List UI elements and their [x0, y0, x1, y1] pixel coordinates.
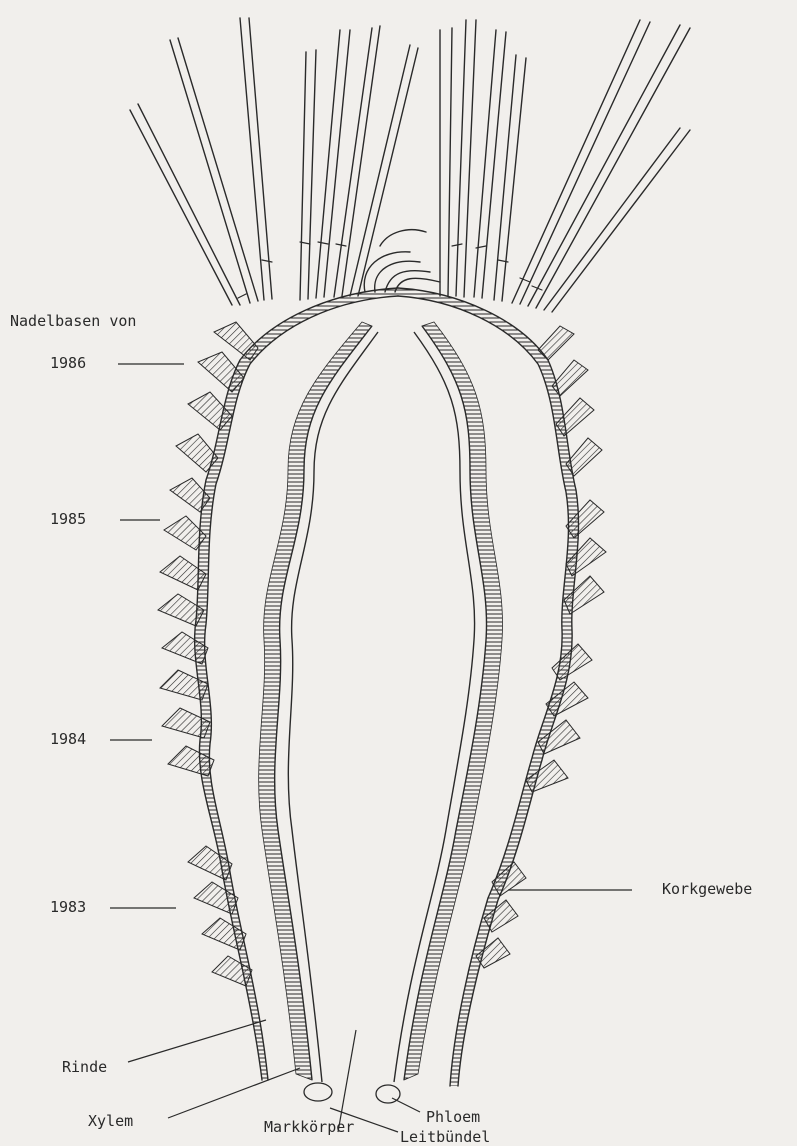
needle-bases-left [158, 322, 258, 986]
label-cork: Korkgewebe [662, 880, 752, 898]
label-year-1986: 1986 [50, 354, 86, 372]
bundle-ends [304, 1083, 400, 1103]
label-year-1985: 1985 [50, 510, 86, 528]
label-cortex: Rinde [62, 1058, 107, 1076]
needles-right [440, 20, 690, 312]
label-xylem: Xylem [88, 1112, 133, 1130]
label-vascular-bundle: Leitbündel [400, 1128, 490, 1146]
label-pith: Markkörper [264, 1118, 354, 1136]
label-year-1984: 1984 [50, 730, 86, 748]
label-needle-bases: Nadelbasen von [10, 312, 136, 330]
label-year-1983: 1983 [50, 898, 86, 916]
apical-bud [364, 230, 440, 292]
label-phloem: Phloem [426, 1108, 480, 1126]
xylem-left-hatch [259, 322, 372, 1080]
